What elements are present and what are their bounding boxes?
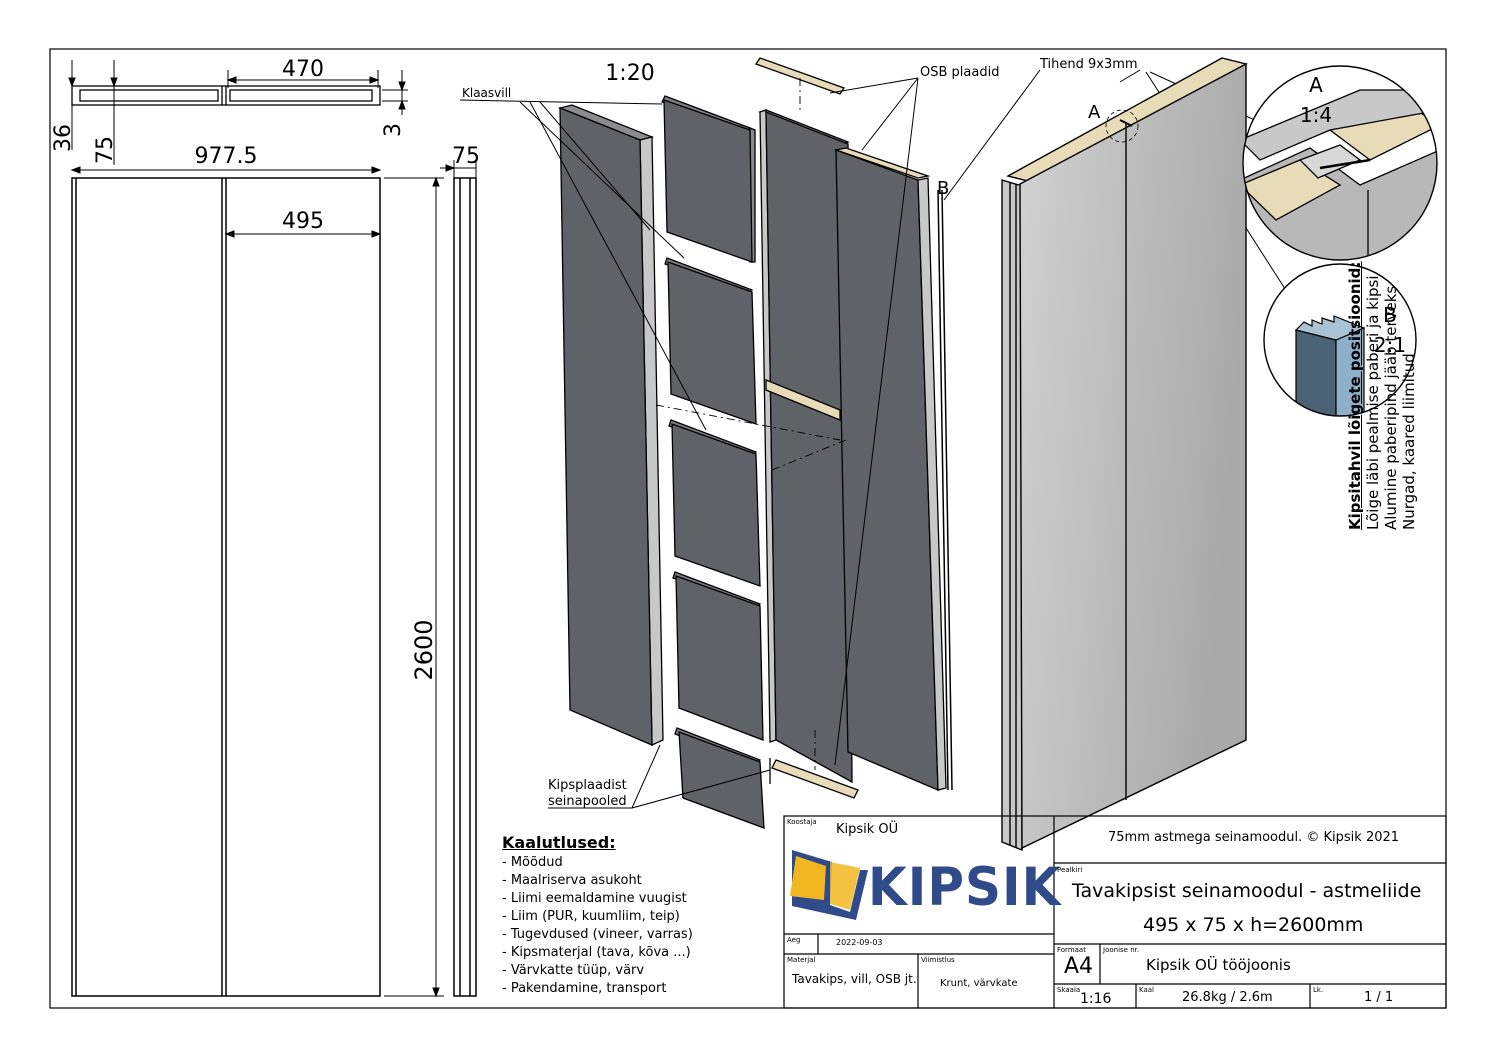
gypsum-panel-right [833, 147, 947, 791]
assembled-wall [1001, 57, 1248, 852]
label-osb: OSB plaadid [920, 65, 999, 80]
marker-a: A [1088, 102, 1101, 123]
logo-icon [790, 850, 868, 920]
vertical-note-line3: Nurgad, kaared liimitud [1400, 353, 1418, 530]
dim-36-line [68, 60, 76, 150]
dim-75-top-line [110, 60, 118, 165]
consideration-item: - Maalriserva asukoht [502, 873, 642, 888]
dim-3-line [382, 70, 408, 115]
vertical-note-title: Kipsitahvil lõigete positsioonid: [1346, 261, 1364, 530]
vertical-note: Kipsitahvil lõigete positsioonid: Lõige … [1346, 230, 1426, 530]
scale-label: 1:20 [605, 61, 654, 86]
dim-75-side-line [440, 160, 477, 178]
dim-3: 3 [381, 123, 406, 137]
format-value: A4 [1064, 954, 1094, 979]
dim-2600-line [384, 176, 444, 998]
drawing-title-2: 495 x 75 x h=2600mm [1143, 914, 1364, 936]
detail-b-scale: 2:1 [1374, 333, 1406, 357]
front-elevation [71, 177, 381, 997]
consideration-item: - Tugevdused (vineer, varras) [502, 927, 693, 942]
wool-blocks [661, 95, 765, 829]
gasket-rods [937, 189, 953, 791]
copyright-text: 75mm astmega seinamoodul. © Kipsik 2021 [1108, 830, 1400, 845]
materjal-label: Materjal [787, 956, 816, 964]
drawing-title-1: Tavakipsist seinamoodul - astmeliide [1072, 880, 1422, 902]
koostaja-label: Koostaja [787, 818, 817, 826]
logo-text: KIPSIK [868, 856, 1062, 918]
osb-strips [754, 57, 859, 799]
consideration-item: - Pakendamine, transport [502, 981, 667, 996]
weight-value: 26.8kg / 2.6m [1182, 990, 1273, 1005]
kaal-label: Kaal [1139, 986, 1154, 994]
exploded-axes [655, 78, 847, 770]
page-value: 1 / 1 [1364, 990, 1394, 1005]
dim-977: 977.5 [195, 144, 258, 169]
consideration-item: - Kipsmaterjal (tava, kõva ...) [502, 945, 691, 960]
detail-b-letter: B [1383, 303, 1397, 327]
side-elevation [453, 177, 477, 997]
pealkiri-label: Pealkiri [1057, 866, 1083, 874]
dim-2600: 2600 [410, 619, 438, 680]
label-kips-1: Kipsplaadist [548, 778, 627, 793]
gypsum-panel-left [557, 104, 664, 747]
finish-value: Krunt, värvkate [940, 978, 1018, 989]
aeg-label: Aeg [787, 936, 801, 944]
sheet-border [49, 48, 1447, 1009]
detail-b [1264, 264, 1416, 416]
dim-470: 470 [282, 57, 324, 82]
dim-495: 495 [282, 209, 324, 234]
dim-75-top: 75 [93, 136, 118, 164]
scale-value: 1:16 [1080, 991, 1112, 1007]
vertical-note-line1: Lõige läbi pealmise paberi ja kipsi [1364, 275, 1382, 530]
consideration-item: - Värvkatte tüüp, värv [502, 963, 645, 978]
detail-a-scale: 1:4 [1300, 103, 1332, 127]
top-section-view [71, 85, 381, 106]
dim-495-line [224, 230, 382, 238]
viimistlus-label: Viimistlus [921, 956, 955, 964]
dim-977-line [70, 166, 382, 174]
title-block-grid [783, 815, 1447, 1009]
date-value: 2022-09-03 [836, 938, 883, 947]
lk-label: Lk. [1313, 986, 1324, 994]
detail-b-circle [1263, 263, 1417, 417]
drawing-type: Kipsik OÜ tööjoonis [1146, 956, 1291, 974]
considerations-title: Kaalutlused: [502, 833, 616, 852]
leader-lines [459, 69, 1321, 809]
dim-36: 36 [51, 124, 76, 152]
dim-75-side: 75 [452, 144, 480, 169]
marker-a-circle [1105, 109, 1139, 143]
formaat-label: Formaat [1057, 946, 1086, 954]
dim-470-line [226, 70, 380, 88]
marker-b: B [937, 178, 949, 199]
label-kips-2: seinapooled [548, 794, 627, 809]
consideration-item: - Liimi eemaldamine vuugist [502, 891, 687, 906]
considerations-list: Kaalutlused: - Mõõdud - Maalriserva asuk… [502, 834, 732, 998]
detail-a-circle [1242, 65, 1438, 261]
detail-a [1243, 66, 1437, 260]
label-klaasvill: Klaasvill [462, 86, 511, 100]
consideration-item: - Mõõdud [502, 855, 563, 870]
material-value: Tavakips, vill, OSB jt. [792, 972, 917, 986]
skaala-label: Skaala [1057, 986, 1081, 994]
company-name: Kipsik OÜ [836, 822, 899, 837]
detail-a-letter: A [1309, 73, 1323, 97]
label-tihend: Tihend 9x3mm [1039, 57, 1138, 72]
joonise-label: Joonise nr. [1103, 946, 1140, 954]
vertical-note-line2: Alumine paberipind jääb terveks [1382, 285, 1400, 530]
consideration-item: - Liim (PUR, kuumliim, teip) [502, 909, 680, 924]
